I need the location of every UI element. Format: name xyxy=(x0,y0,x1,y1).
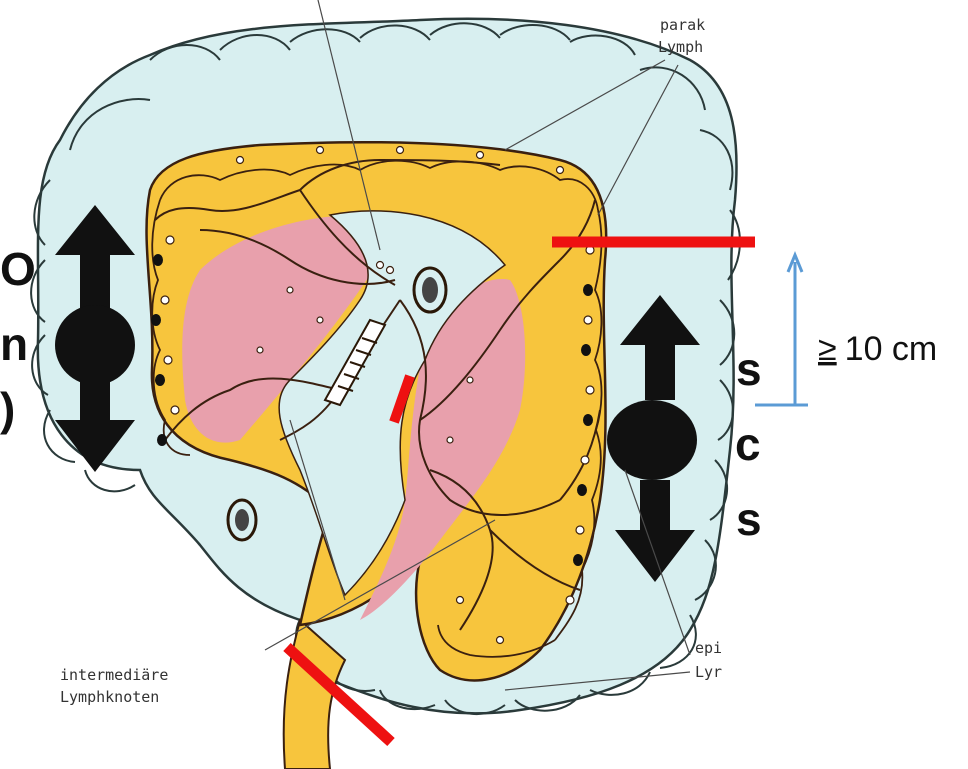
label-epicolic-1: epi xyxy=(695,639,722,657)
svg-text:n: n xyxy=(0,318,28,370)
distance-label: ≥10 cm xyxy=(818,330,937,368)
distance-symbol: ≥ xyxy=(818,330,837,368)
label-intermediate-1: intermediäre xyxy=(60,666,168,684)
label-paracolic-1: parak xyxy=(660,16,705,34)
label-intermediate-2: Lymphknoten xyxy=(60,688,159,706)
svg-text:c: c xyxy=(735,418,761,470)
svg-text:s: s xyxy=(736,493,762,545)
distance-value: 10 cm xyxy=(845,330,938,368)
svg-text:): ) xyxy=(0,383,15,435)
direction-arrow-left xyxy=(55,205,135,472)
svg-text:s: s xyxy=(736,343,762,395)
label-paracolic-2: Lymph xyxy=(658,38,703,56)
cropped-side-letters-left: O n ) xyxy=(0,243,36,435)
distance-indicator xyxy=(755,255,808,405)
cropped-side-letters-right: s c s xyxy=(735,343,762,545)
label-epicolic-2: Lyr xyxy=(695,663,722,681)
